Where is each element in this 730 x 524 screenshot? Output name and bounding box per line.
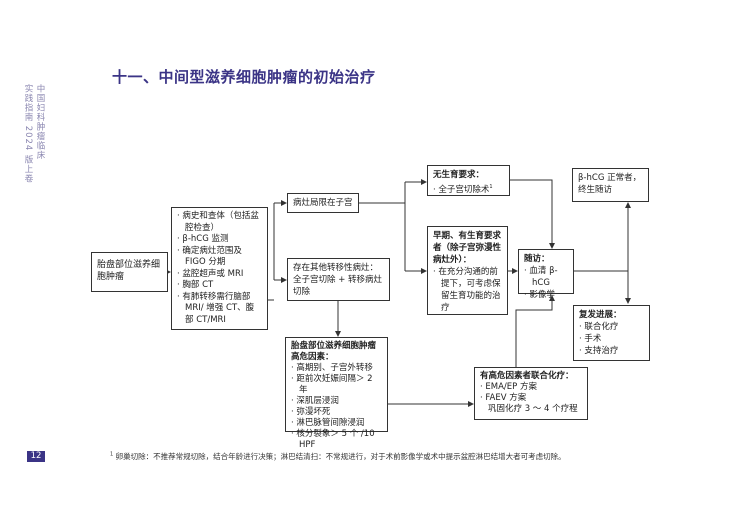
relapse-heading: 复发进展： [579,310,622,320]
relapse-item: 联合化疗 [579,321,644,333]
fertility-heading: 早期、有生育要求者（除子宫弥漫性病灶外）： [433,231,502,265]
footnote-marker: 1 [489,184,493,190]
risk-factors-box: 胎盘部位滋养细胞肿瘤高危因素： 高期别、子宫外转移 距前次妊娠间隔＞ 2 年 深… [285,337,388,450]
relapse-item: 支持治疗 [579,345,644,357]
side-title-1: 中国妇科肿瘤临床 [35,84,45,160]
followup-item: 血清 β-hCG [524,265,568,289]
chemo-item: FAEV 方案 [480,393,582,404]
footnote-text: 卵巢切除：不推荐常规切除，结合年龄进行决策；淋巴结清扫：不常规进行，对于术前影像… [115,452,566,461]
metastatic-box: 存在其他转移性病灶：全子宫切除 + 转移病灶切除 [287,258,390,301]
risk-item: 高期别、子宫外转移 [291,363,382,374]
footnote-sup: 1 [110,451,114,458]
followup-heading: 随访： [524,254,550,264]
risk-item: 淋巴脉管间隙浸润 [291,418,382,429]
no-fertility-box: 无生育要求： 全子宫切除术1 [427,165,510,196]
risk-item: 距前次妊娠间隔＞ 2 年 [291,374,382,396]
risk-item: 弥漫坏死 [291,407,382,418]
followup-box: 随访： 血清 β-hCG 影像学 [518,249,574,300]
page-title: 十一、中间型滋养细胞肿瘤的初始治疗 [112,68,376,86]
risk-heading: 胎盘部位滋养细胞肿瘤高危因素： [291,341,377,362]
relapse-item: 手术 [579,333,644,345]
chemo-consolidation: 巩固化疗 3 ～ 4 个疗程 [488,404,578,414]
no-fertility-heading: 无生育要求： [433,170,485,180]
chemo-item: EMA/EP 方案 [480,382,582,393]
workup-item: 有肺转移需行脑部 MRI/ 增强 CT、腹部 CT/MRI [177,292,262,327]
chemo-heading: 有高危因素者联合化疗： [480,371,574,381]
side-title-2: 实践指南 2024 版上卷 [23,84,33,184]
normal-followup-box: β-hCG 正常者，终生随访 [572,168,649,202]
workup-item: β-hCG 监测 [177,234,262,246]
workup-item: 胸部 CT [177,280,262,292]
fertility-item: 在充分沟通的前提下，可考虑保留生育功能的治疗 [433,266,502,314]
risk-item: 核分裂象＞ 5 个 /10 HPF [291,429,382,451]
relapse-box: 复发进展： 联合化疗 手术 支持治疗 [573,305,650,361]
chemo-box: 有高危因素者联合化疗： EMA/EP 方案 FAEV 方案 巩固化疗 3 ～ 4… [474,367,588,420]
start-box: 胎盘部位滋养细胞肿瘤 [91,252,168,292]
workup-box: 病史和查体（包括盆腔检查） β-hCG 监测 确定病灶范围及 FIGO 分期 盆… [171,207,268,330]
workup-item: 盆腔超声或 MRI [177,269,262,281]
no-fertility-item: 全子宫切除术 [438,184,490,195]
page-number: 12 [27,451,45,462]
followup-item: 影像学 [524,289,568,301]
workup-item: 确定病灶范围及 FIGO 分期 [177,246,262,269]
fertility-box: 早期、有生育要求者（除子宫弥漫性病灶外）： 在充分沟通的前提下，可考虑保留生育功… [427,226,508,315]
confined-box: 病灶局限在子宫 [287,193,359,213]
footnote: 1 卵巢切除：不推荐常规切除，结合年龄进行决策；淋巴结清扫：不常规进行，对于术前… [110,451,566,462]
workup-item: 病史和查体（包括盆腔检查） [177,211,262,234]
risk-item: 深肌层浸润 [291,396,382,407]
